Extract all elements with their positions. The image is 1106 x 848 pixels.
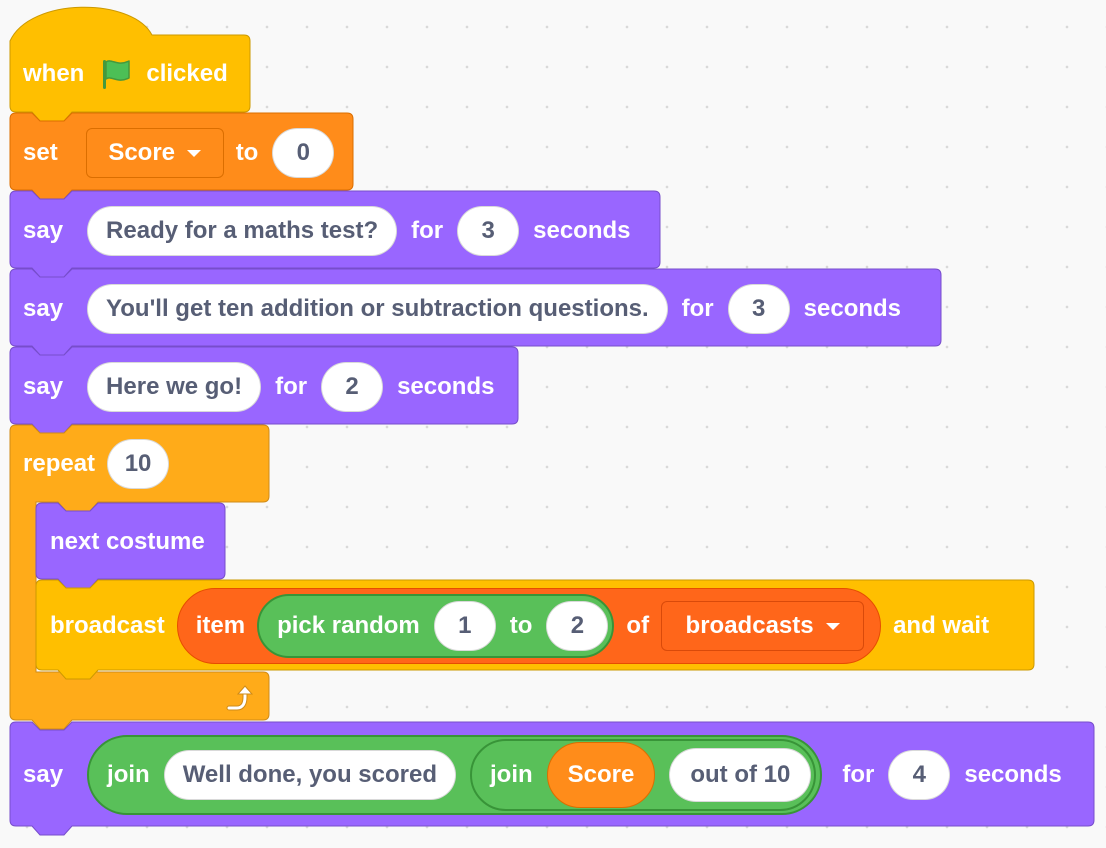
list-dropdown-label: broadcasts	[685, 612, 814, 639]
for-label: for	[275, 373, 308, 400]
say-label: say	[23, 761, 64, 788]
repeat-count-input[interactable]: 10	[107, 439, 170, 489]
join-reporter-outer[interactable]: join Well done, you scored join Score ou…	[87, 735, 823, 815]
pick-random-label: pick random	[277, 612, 420, 639]
message-input[interactable]: You'll get ten addition or subtraction q…	[87, 284, 668, 334]
item-label: item	[195, 612, 246, 639]
for-label: for	[411, 217, 444, 244]
item-of-list-reporter[interactable]: item pick random 1 to 2 of broadcasts	[176, 588, 882, 664]
seconds-label: seconds	[533, 217, 631, 244]
say-label: say	[23, 373, 64, 400]
green-flag-icon	[103, 60, 131, 89]
pick-random-reporter[interactable]: pick random 1 to 2	[257, 594, 615, 658]
score-variable-reporter[interactable]: Score	[546, 742, 656, 808]
seconds-input[interactable]: 3	[457, 206, 520, 256]
repeat-block-shape[interactable]	[9, 424, 270, 730]
say-label: say	[23, 295, 64, 322]
clicked-label: clicked	[146, 60, 228, 87]
for-label: for	[842, 761, 875, 788]
random-from-input[interactable]: 1	[433, 601, 496, 651]
seconds-input[interactable]: 3	[727, 284, 790, 334]
seconds-input[interactable]: 2	[321, 362, 384, 412]
variable-dropdown-label: Score	[108, 139, 176, 166]
score-variable-label: Score	[567, 761, 635, 788]
join-text-input[interactable]: out of 10	[669, 748, 812, 802]
of-label: of	[626, 612, 650, 639]
join-label: join	[489, 761, 533, 788]
to-label: to	[235, 139, 259, 166]
set-label: set	[23, 139, 58, 166]
join-text-input[interactable]: Well done, you scored	[163, 750, 456, 800]
seconds-label: seconds	[964, 761, 1062, 788]
seconds-label: seconds	[397, 373, 495, 400]
to-label: to	[509, 612, 533, 639]
join-label: join	[107, 761, 150, 788]
message-input[interactable]: Ready for a maths test?	[87, 206, 398, 256]
chevron-down-icon	[187, 149, 202, 157]
loop-arrow-icon	[226, 685, 254, 711]
when-label: when	[23, 60, 85, 87]
and-wait-label: and wait	[893, 612, 990, 639]
broadcast-label: broadcast	[50, 612, 165, 639]
next-costume-label: next costume	[50, 528, 205, 555]
list-dropdown[interactable]: broadcasts	[661, 601, 865, 651]
message-input[interactable]: Here we go!	[87, 362, 262, 412]
value-input[interactable]: 0	[272, 128, 335, 178]
chevron-down-icon	[825, 622, 840, 630]
repeat-label: repeat	[23, 450, 96, 477]
join-reporter-inner[interactable]: join Score out of 10	[469, 739, 817, 811]
next-costume-block-shape[interactable]	[35, 502, 226, 589]
seconds-label: seconds	[803, 295, 902, 322]
say-label: say	[23, 217, 64, 244]
random-to-input[interactable]: 2	[546, 601, 609, 651]
variable-dropdown[interactable]: Score	[85, 128, 224, 178]
seconds-input[interactable]: 4	[888, 750, 951, 800]
for-label: for	[681, 295, 714, 322]
